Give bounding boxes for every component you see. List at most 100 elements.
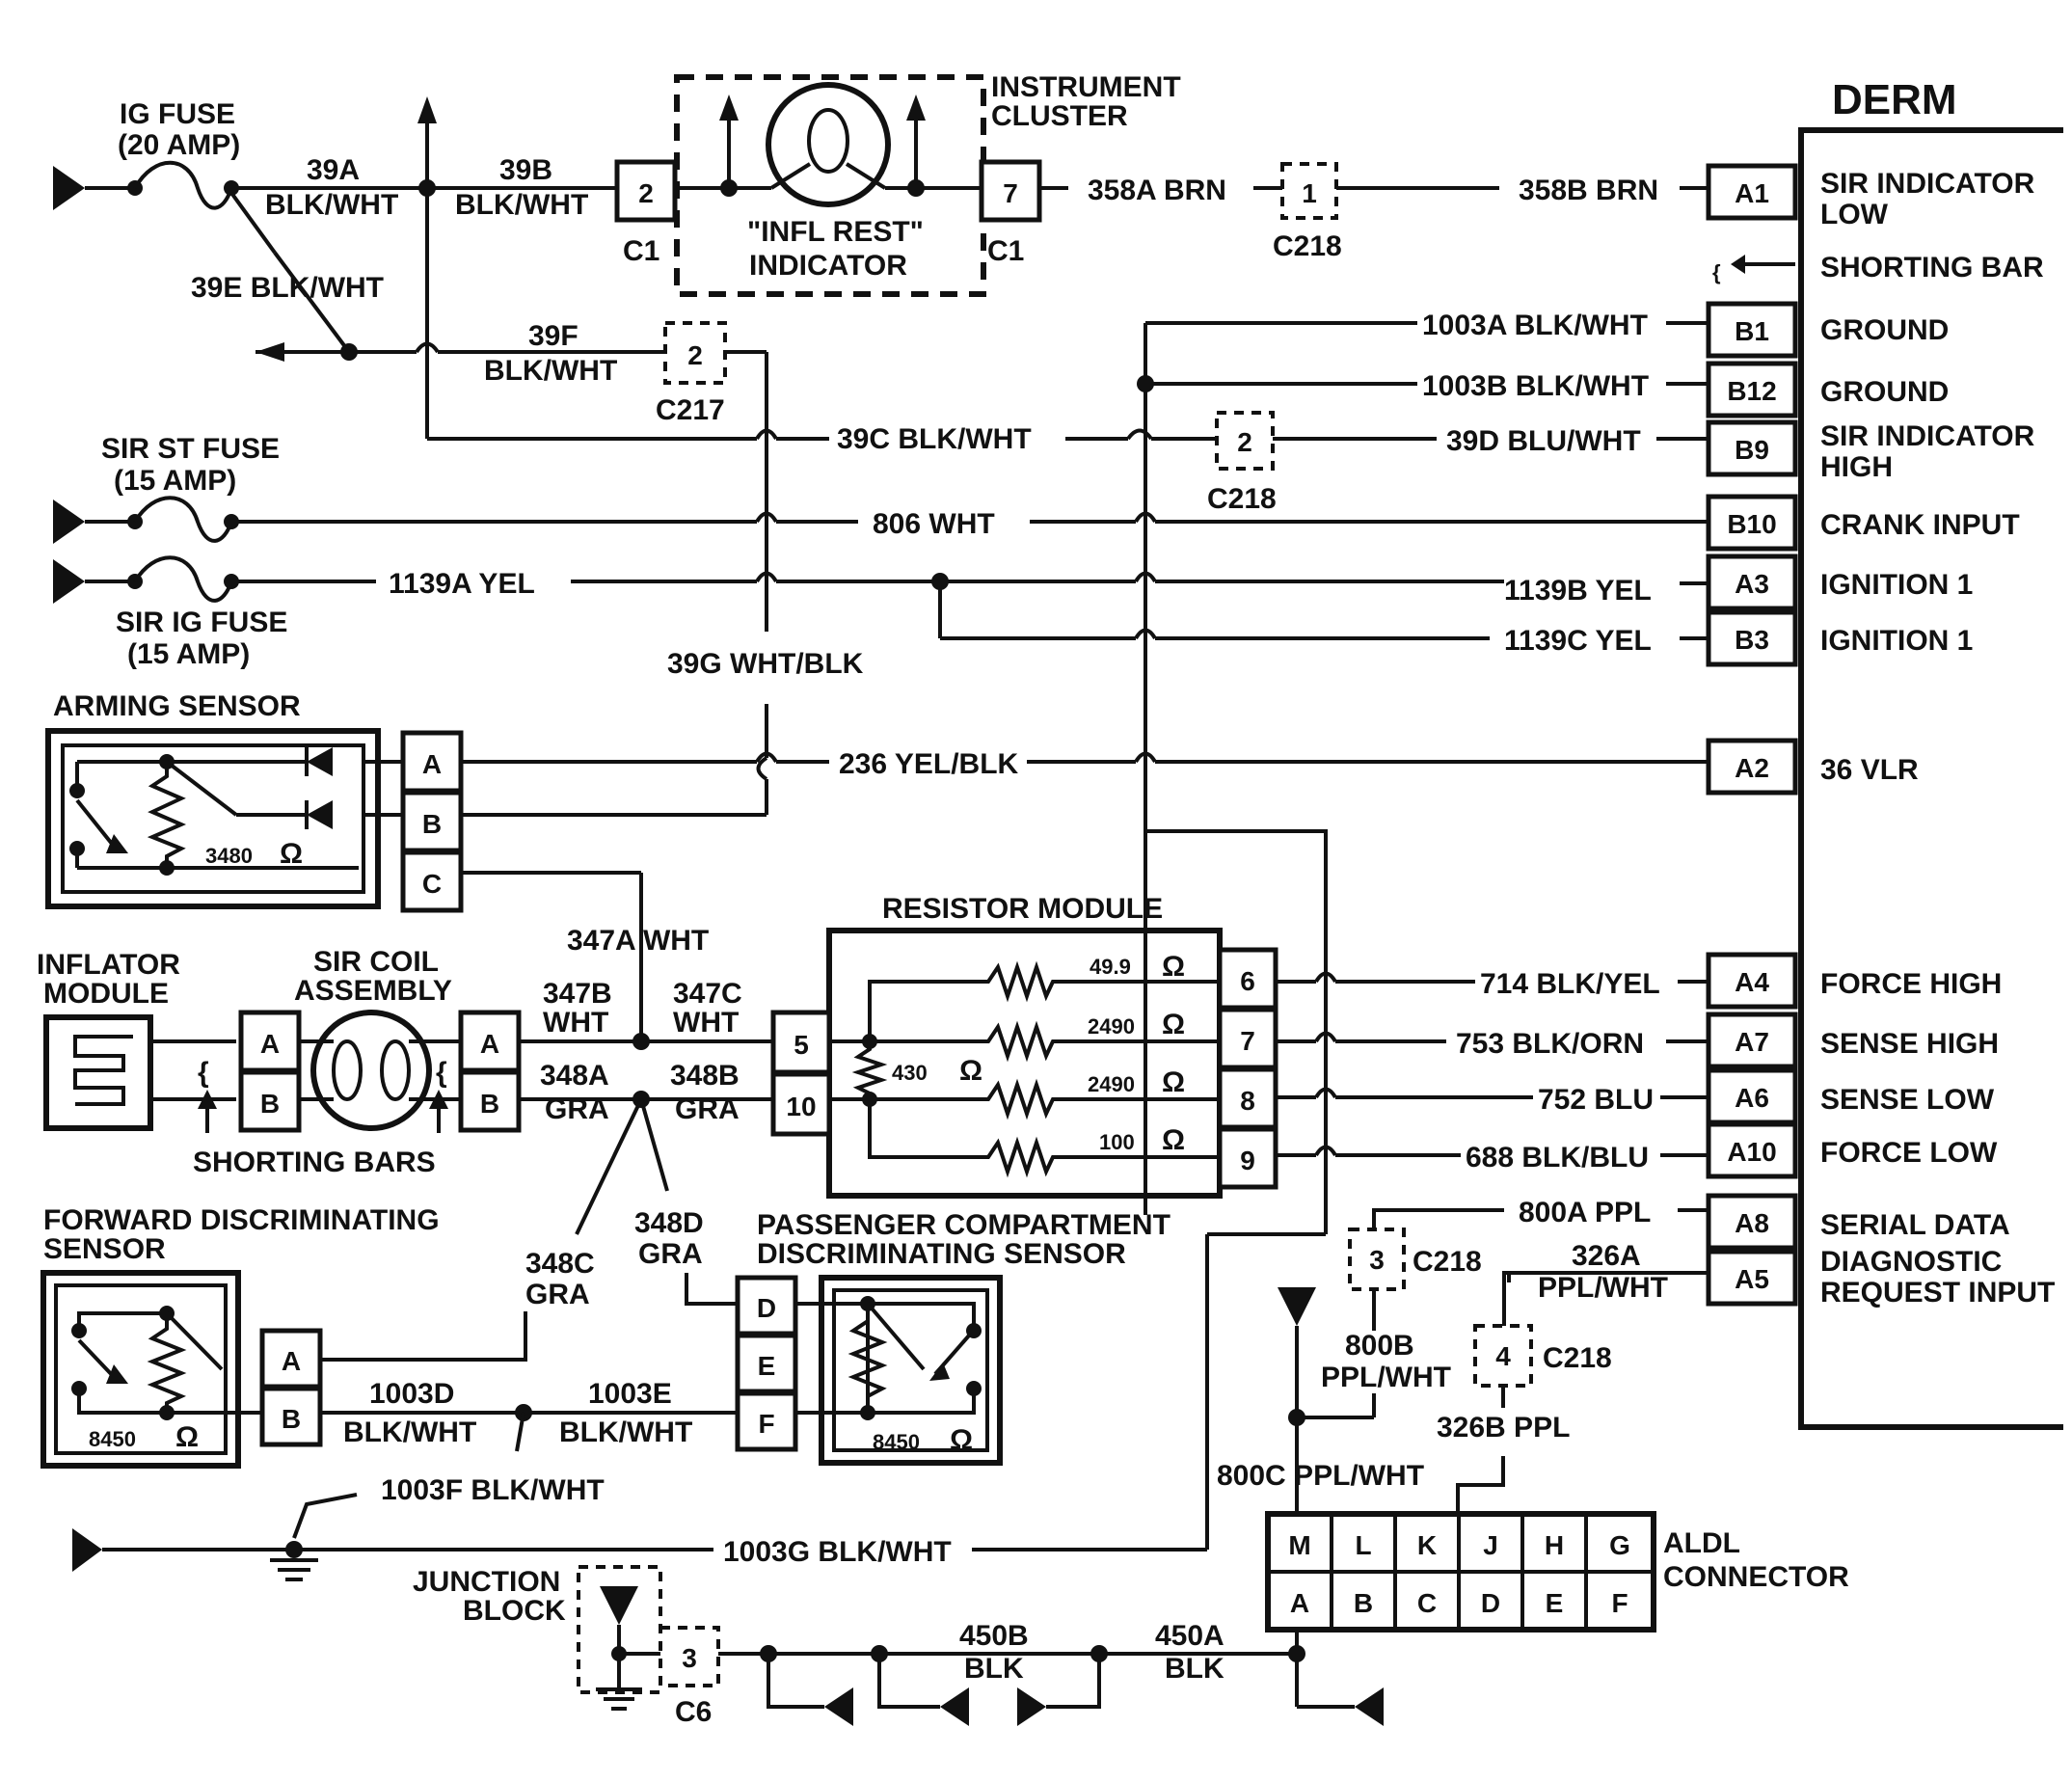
arming-pin-a: A [422,749,442,779]
wire-1003d-1: 1003D [369,1378,454,1410]
derm-func-b9-1: SIR INDICATOR [1820,420,2035,452]
derm-pin-a3: A3 [1735,569,1769,599]
wire-358: 358A BRN 1 C218 358B BRN [1039,162,1709,262]
derm-func-a5-1: DIAGNOSTIC [1820,1246,2002,1278]
ground-arrow-3 [1017,1687,1046,1726]
resistor-module: RESISTOR MODULE 5 10 6 7 8 9 430 Ω 49.9 … [770,893,1278,1199]
ground-arrow-2 [940,1687,969,1726]
c218-c-pin: 3 [1369,1245,1385,1275]
wire-800b-2: PPL/WHT [1321,1362,1451,1393]
wire-688: 688 BLK/BLU [1466,1142,1649,1174]
c218-a-pin: 1 [1302,178,1317,208]
ground-arrow-4 [1355,1687,1384,1726]
derm-shorting-bar-symbol: { [1712,255,1795,284]
wire-752: 752 BLU [1538,1084,1654,1116]
ground-triangle-800 [1278,1287,1316,1326]
wire-1003f: 1003F BLK/WHT [381,1474,605,1506]
resistor-8450b-icon [848,1304,888,1413]
resistor-pin-10: 10 [786,1092,816,1121]
wire-800a: 800A PPL [1519,1197,1651,1228]
wire-450a-1: 450A [1155,1620,1224,1652]
c1-right-pin: 7 [1003,178,1018,208]
wire-39a-2: BLK/WHT [265,189,398,221]
derm-pin-a7: A7 [1735,1027,1769,1057]
wire-348b-1: 348B [670,1060,740,1092]
arming-pin-c: C [422,869,442,899]
arming-pin-b: B [422,809,442,839]
wire-714: 714 BLK/YEL [1480,968,1660,1000]
sir-coil-label-2: ASSEMBLY [294,975,452,1007]
wire-326a-1: 326A [1572,1240,1641,1272]
resistor-2490b-icon [870,1078,1220,1120]
coil-pin-b: B [480,1089,499,1119]
wire-39c: 39C BLK/WHT [837,423,1032,455]
wire-348a-1: 348A [540,1060,609,1092]
fwd-ohm-value: 8450 [89,1427,136,1451]
wire-347: 347A WHT 347B WHT 347C WHT [519,925,773,1050]
junction-triangle [600,1586,638,1625]
derm-pins: A1 B1 B12 B9 B10 A3 B3 A2 A4 A7 A6 A10 A… [1706,163,1798,1307]
wire-1003def: 1003D BLK/WHT 1003E BLK/WHT 1003F BLK/WH… [292,1378,738,1539]
derm-pin-a5: A5 [1735,1264,1769,1294]
derm-pin-a1: A1 [1735,178,1769,208]
derm-func-a10: FORCE LOW [1820,1137,1998,1169]
pass-ohm-value: 8450 [873,1430,920,1454]
aldl-a: A [1290,1588,1309,1618]
infl-label-2: INDICATOR [749,250,907,282]
resistor-module-label: RESISTOR MODULE [882,893,1163,925]
c218-d-pin: 4 [1495,1341,1511,1371]
shorting-bars-label: SHORTING BARS [193,1147,436,1178]
pass-pin-d: D [757,1293,776,1323]
wire-39d: 2 C218 39D BLU/WHT [1207,411,1709,515]
derm-func-b12: GROUND [1820,376,1949,408]
aldl-f: F [1611,1588,1628,1618]
wire-1003d-2: BLK/WHT [343,1417,476,1448]
c1-right-label: C1 [987,235,1024,267]
arming-sensor: ARMING SENSOR A B C 236 YEL/BLK [45,690,1709,931]
coil-icon [310,1010,432,1131]
wire-1139b: 1139B YEL [1504,575,1652,607]
wire-450b-1: 450B [959,1620,1029,1652]
aldl-e: E [1546,1588,1564,1618]
c217-label: C217 [656,394,725,426]
r2490a-ohm: Ω [1162,1009,1185,1040]
wire-348c-1: 348C [525,1248,595,1280]
r100-ohm: Ω [1162,1124,1185,1156]
wire-348d-1: 348D [634,1207,704,1239]
wire-800c: 800C PPL/WHT [1217,1287,1424,1514]
derm-pin-b1: B1 [1735,316,1769,346]
resistor-pin-5: 5 [794,1030,809,1060]
derm-pin-a10: A10 [1727,1137,1776,1167]
wire-800b-1: 800B [1345,1330,1414,1362]
ig-fuse-area: IG FUSE (20 AMP) 39A BLK/WHT 39B BLK/WHT… [53,96,1217,455]
junction-label-2: BLOCK [463,1595,566,1627]
ig-fuse-label-2: (20 AMP) [118,129,240,161]
fwd-disc-label-1: FORWARD DISCRIMINATING [43,1204,440,1236]
derm-pin-b3: B3 [1735,625,1769,655]
aldl-h: H [1545,1530,1564,1560]
wire-39f-1: 39F [528,320,579,352]
infl-label-1: "INFL REST" [747,216,924,248]
derm-pin-b12: B12 [1727,376,1776,406]
fwd-pin-b: B [282,1404,301,1434]
derm-func-b3: IGNITION 1 [1820,625,1973,657]
r49-ohm: Ω [1162,951,1185,983]
arming-ohm-symbol: Ω [280,838,303,870]
derm-func-a2: 36 VLR [1820,754,1919,786]
wire-1003b: 1003B BLK/WHT [1422,370,1649,402]
derm-func-b10: CRANK INPUT [1820,509,2020,541]
aldl-label-2: CONNECTOR [1663,1561,1849,1593]
coil-shorting-brace: { [436,1057,447,1089]
derm-func-a1-1: SIR INDICATOR [1820,168,2035,200]
resistor-pin-9: 9 [1240,1146,1255,1175]
wire-348c-2: GRA [525,1279,590,1310]
derm-func-b9-2: HIGH [1820,451,1893,483]
derm-pin-a4: A4 [1735,967,1769,997]
wire-1139c: 1139C YEL [1504,625,1652,657]
c218-d-label: C218 [1543,1342,1612,1374]
derm-pin-a6: A6 [1735,1083,1769,1113]
aldl-b: B [1354,1588,1373,1618]
wire-347c-1: 347C [673,978,742,1010]
c218-b-label: C218 [1207,483,1277,515]
